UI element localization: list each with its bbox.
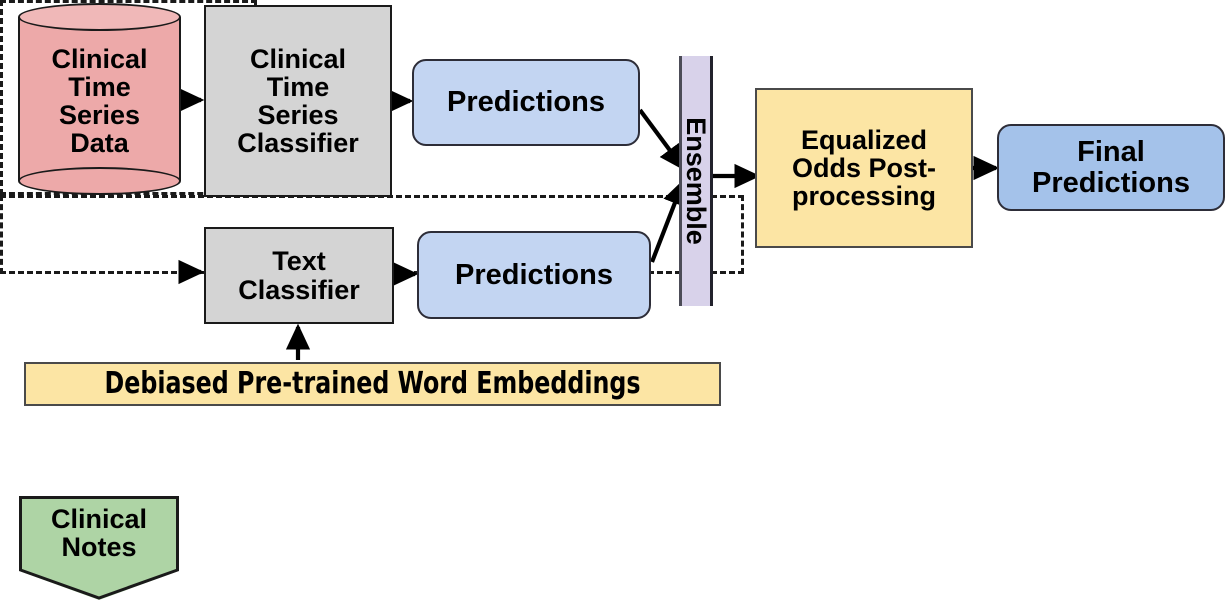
node-equalized-odds[interactable]: Equalized Odds Post- processing	[755, 88, 973, 248]
node-label-word-embeddings: Debiased Pre-trained Word Embeddings	[104, 366, 641, 402]
node-clinical-time-series-data[interactable]: Clinical Time Series Data	[18, 3, 181, 195]
node-final-predictions[interactable]: Final Predictions	[997, 124, 1225, 211]
node-label-text-classifier: Text Classifier	[238, 246, 360, 305]
node-label-clinical-time-series-data: Clinical Time Series Data	[51, 43, 148, 159]
cylinder-bottom	[18, 167, 181, 195]
edge-predictions-top-to-ensemble	[638, 108, 686, 171]
node-label-predictions-top: Predictions	[447, 86, 605, 119]
node-label-clinical-time-series-classifier: Clinical Time Series Classifier	[237, 43, 359, 159]
cylinder-top	[18, 3, 181, 31]
cylinder-body	[18, 17, 181, 181]
node-predictions-bottom[interactable]: Predictions	[417, 231, 651, 319]
node-ensemble[interactable]: Ensemble	[679, 56, 713, 306]
node-label-clinical-notes: Clinical Notes	[50, 504, 148, 563]
node-text-classifier[interactable]: Text Classifier	[204, 227, 394, 324]
node-clinical-time-series-classifier[interactable]: Clinical Time Series Classifier	[204, 5, 392, 197]
node-label-ensemble: Ensemble	[681, 117, 712, 245]
node-label-equalized-odds: Equalized Odds Post- processing	[791, 124, 937, 212]
node-predictions-top[interactable]: Predictions	[412, 59, 640, 146]
node-label-final-predictions: Final Predictions	[1032, 136, 1190, 199]
node-label-predictions-bottom: Predictions	[455, 258, 613, 291]
node-word-embeddings[interactable]: Debiased Pre-trained Word Embeddings	[24, 362, 721, 406]
node-clinical-notes[interactable]: Clinical Notes	[19, 496, 179, 600]
